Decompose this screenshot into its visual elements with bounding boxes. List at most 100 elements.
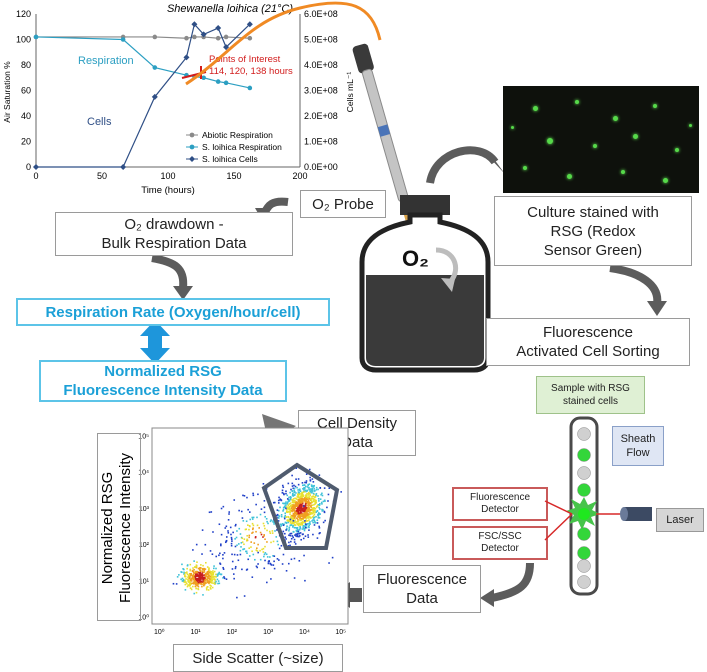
scatter-point [215,576,217,578]
scatter-point [304,498,307,501]
scatter-point [301,501,303,504]
scatter-point [298,502,300,504]
scatter-point [200,567,202,569]
scatter-point [312,485,314,487]
scatter-point [332,500,335,503]
scatter-point [309,513,312,515]
scatter-point [200,581,203,583]
scatter-point [288,518,291,520]
scatter-point [196,583,199,585]
scatter-point [218,571,221,574]
scatter-point [199,566,202,569]
scatter-point [194,579,196,582]
scatter-point [309,509,312,511]
scatter-point [196,579,199,582]
scatter-point [308,529,310,531]
scatter-point [321,510,324,512]
scatter-point [308,501,310,504]
scatter-point [266,581,268,584]
scatter-point [308,511,311,514]
scatter-point [203,577,205,580]
scatter-point [307,517,309,519]
scatter-point [204,581,207,583]
scatter-point [292,519,295,522]
scatter-point [308,509,310,511]
scatter-point [191,570,194,573]
scatter-point [304,497,306,500]
scatter-point [299,526,302,529]
scatter-point [192,570,195,573]
scatter-point [195,571,198,574]
scatter-point [300,504,303,507]
scatter-point [213,581,216,584]
scatter-point [190,587,192,590]
scatter-point [205,578,208,581]
scatter-point [190,578,193,581]
scatter-point [206,572,208,575]
scatter-point [291,492,294,495]
scatter-point [277,514,280,517]
scatter-point [307,503,310,505]
scatter-point [304,526,307,528]
scatter-point [314,507,317,510]
scatter-point [296,504,299,507]
scatter-point [301,522,304,524]
scatter-point [196,582,198,585]
scatter-point [195,577,198,580]
scatter-point [283,502,286,505]
scatter-point [305,497,308,500]
scatter-point [228,511,231,513]
scatter-point [301,492,303,494]
scatter-point [301,517,304,520]
series-point [120,164,127,170]
scatter-point [307,486,310,489]
scatter-point [290,514,293,517]
scatter-point [200,578,202,581]
scatter-point [308,515,310,517]
scatter-point [278,547,281,550]
scatter-point [322,521,325,524]
scatter-point [238,509,240,512]
scatter-point [292,518,295,520]
scatter-point [241,537,244,540]
scatter-point [298,502,301,504]
scatter-point [205,578,208,581]
scatter-point [282,510,284,512]
scatter-point [277,499,280,502]
scatter-point [201,576,203,579]
scatter-point [301,498,304,501]
scatter-point [308,497,311,500]
scatter-point [313,493,315,496]
scatter-point [294,494,296,496]
scatter-point [306,501,308,504]
scatter-point [290,496,292,499]
scatter-point [298,506,300,509]
scatter-point [309,509,312,512]
scatter-point [304,501,307,504]
scatter-point [318,504,321,506]
scatter-point [312,511,315,513]
scatter-point [176,576,179,578]
scatter-point [302,500,304,503]
scatter-point [291,521,294,524]
scatter-point [303,498,306,501]
scatter-point [282,530,285,533]
scatter-point [295,505,297,507]
scatter-point [283,523,285,526]
scatter-point [231,560,234,563]
scatter-point [307,492,310,495]
scatter-point [307,536,310,538]
scatter-point [190,582,193,585]
scatter-point [302,509,304,512]
scatter-point [286,502,289,505]
scatter-point [201,553,203,555]
cells-annotation: Cells [87,116,112,128]
series-point [120,34,126,40]
scatter-point [288,505,291,508]
scatter-point [191,574,194,577]
scatter-point [298,509,300,511]
scatter-point [280,531,282,534]
scatter-point [324,519,326,522]
scatter-point [302,495,305,498]
scatter-point [314,521,316,523]
